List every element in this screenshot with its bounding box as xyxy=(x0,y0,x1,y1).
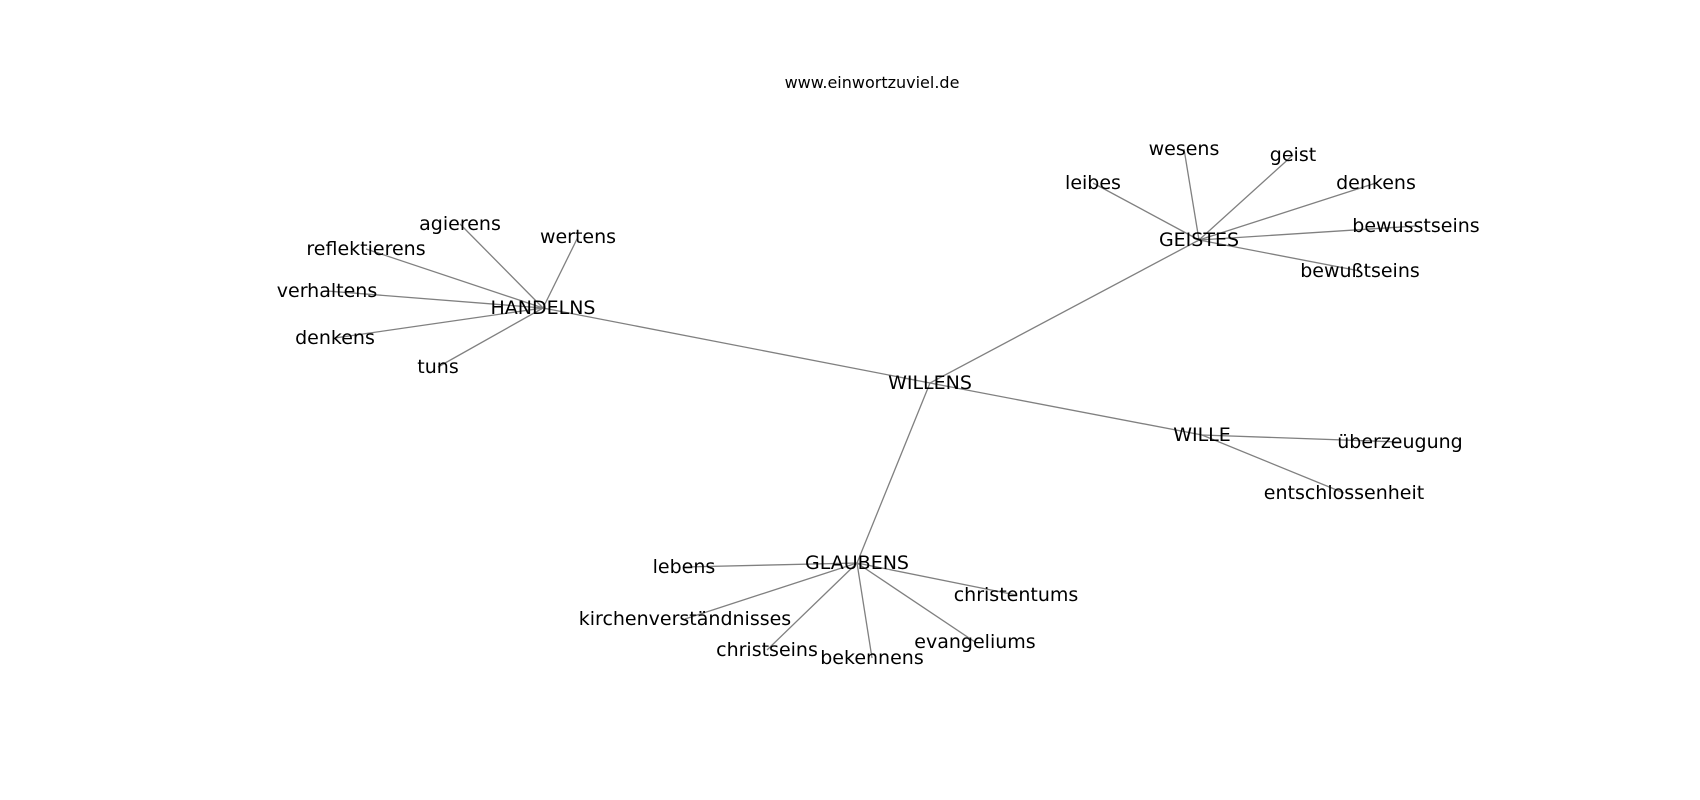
edge-geistes-denkens-g xyxy=(1198,182,1377,241)
node-label-bewusztseins: bewußtseins xyxy=(1300,260,1420,282)
node-label-leibes: leibes xyxy=(1065,172,1121,194)
node-label-verhaltens: verhaltens xyxy=(277,280,377,302)
node-label-reflektierens: reflektierens xyxy=(306,238,425,260)
node-label-agierens: agierens xyxy=(419,213,501,235)
node-label-willens: WILLENS xyxy=(888,372,972,394)
edge-glaubens-christseins xyxy=(766,562,858,651)
node-label-geist: geist xyxy=(1270,144,1316,166)
edge-willens-glaubens xyxy=(856,382,931,564)
edge-handelns-denkens-h xyxy=(334,307,544,339)
node-label-wesens: wesens xyxy=(1149,138,1220,160)
node-label-denkens-g: denkens xyxy=(1336,172,1416,194)
edge-willens-wille xyxy=(929,382,1203,436)
edge-geistes-bewusstseins xyxy=(1198,225,1417,241)
node-label-bewusstseins: bewusstseins xyxy=(1352,215,1479,237)
node-label-ueberzeugung: überzeugung xyxy=(1337,431,1463,453)
edge-geistes-geist xyxy=(1198,154,1294,241)
edge-geistes-leibes xyxy=(1092,182,1200,241)
edge-glaubens-lebens xyxy=(683,562,858,568)
edge-geistes-bewusztseins xyxy=(1198,239,1361,272)
edge-glaubens-evangeliums xyxy=(856,562,976,643)
node-label-bekennens: bekennens xyxy=(820,647,923,669)
edge-glaubens-christentums xyxy=(856,562,1017,596)
node-label-evangeliums: evangeliums xyxy=(914,631,1035,653)
edge-wille-entschlossenheit xyxy=(1201,434,1345,494)
edge-geistes-wesens xyxy=(1183,148,1200,241)
node-label-wertens: wertens xyxy=(540,226,616,248)
node-label-kirchenverstaendnisses: kirchenverständnisses xyxy=(579,608,791,630)
edge-wille-ueberzeugung xyxy=(1201,434,1401,443)
node-label-glaubens: GLAUBENS xyxy=(805,552,909,574)
edge-handelns-reflektierens xyxy=(365,248,544,309)
edge-glaubens-bekennens xyxy=(856,562,873,659)
edge-willens-handelns xyxy=(542,307,931,384)
node-label-christentums: christentums xyxy=(954,584,1079,606)
site-url-text: www.einwortzuviel.de xyxy=(785,73,960,92)
node-label-denkens-h: denkens xyxy=(295,327,375,349)
node-label-lebens: lebens xyxy=(653,556,716,578)
node-label-tuns: tuns xyxy=(417,356,458,378)
edge-handelns-verhaltens xyxy=(326,290,544,309)
node-label-wille: WILLE xyxy=(1173,424,1231,446)
node-label-handelns: HANDELNS xyxy=(491,297,596,319)
edge-handelns-tuns xyxy=(437,307,544,368)
labels-layer: WILLENS HANDELNS GEISTES WILLE GLAUBENS agier… xyxy=(277,138,1480,669)
node-label-entschlossenheit: entschlossenheit xyxy=(1264,482,1424,504)
node-label-geistes: GEISTES xyxy=(1159,229,1239,251)
node-label-christseins: christseins xyxy=(716,639,818,661)
edge-handelns-wertens xyxy=(542,236,579,309)
edge-glaubens-kirchenverstaendnisses xyxy=(684,562,858,620)
edges-layer xyxy=(326,148,1417,659)
edge-willens-geistes xyxy=(929,239,1200,384)
edge-handelns-agierens xyxy=(459,223,544,309)
